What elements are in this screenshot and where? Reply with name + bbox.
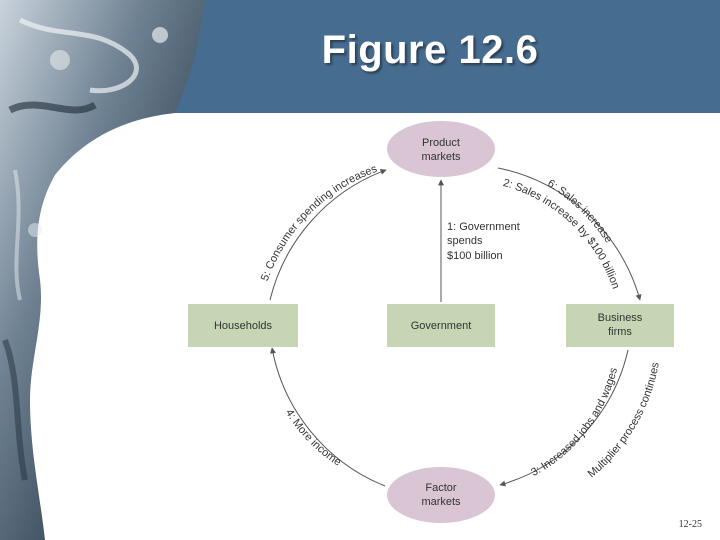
node-factor-markets: Factor markets — [387, 467, 495, 523]
factor-markets-line2: markets — [421, 496, 461, 508]
arrow-firms-to-factor — [499, 349, 629, 487]
multiplier-diagram: Product markets Factor markets Household… — [188, 121, 674, 523]
page-number: 12-25 — [678, 519, 702, 530]
households-label: Households — [214, 320, 273, 332]
product-markets-line1: Product — [422, 137, 460, 149]
business-firms-line2: firms — [608, 326, 632, 338]
arrow-factor-to-households — [270, 347, 386, 487]
title-bar — [150, 0, 720, 113]
business-firms-line1: Business — [598, 312, 643, 324]
ice-decoration — [0, 0, 205, 540]
gov-spend-line1: 1: Government — [447, 221, 520, 233]
product-markets-line2: markets — [421, 151, 461, 163]
government-label: Government — [411, 320, 472, 332]
gov-spend-line3: $100 billion — [447, 250, 503, 262]
node-product-markets: Product markets — [387, 121, 495, 177]
government-spends-label: 1: Government spends $100 billion — [447, 221, 520, 262]
node-households: Households — [188, 304, 298, 347]
arc-label-consumer-spending: 5: Consumer spending increases — [259, 163, 379, 283]
node-business-firms: Business firms — [566, 304, 674, 347]
gov-spend-line2: spends — [447, 235, 483, 247]
arc-label-more-income: 4: More income — [283, 407, 343, 468]
slide-title: Figure 12.6 — [321, 28, 539, 72]
factor-markets-line1: Factor — [425, 482, 457, 494]
flow-arrows — [269, 167, 642, 487]
node-government: Government — [387, 304, 495, 347]
arrow-product-to-firms — [497, 167, 642, 301]
arrow-households-to-product — [269, 169, 387, 301]
